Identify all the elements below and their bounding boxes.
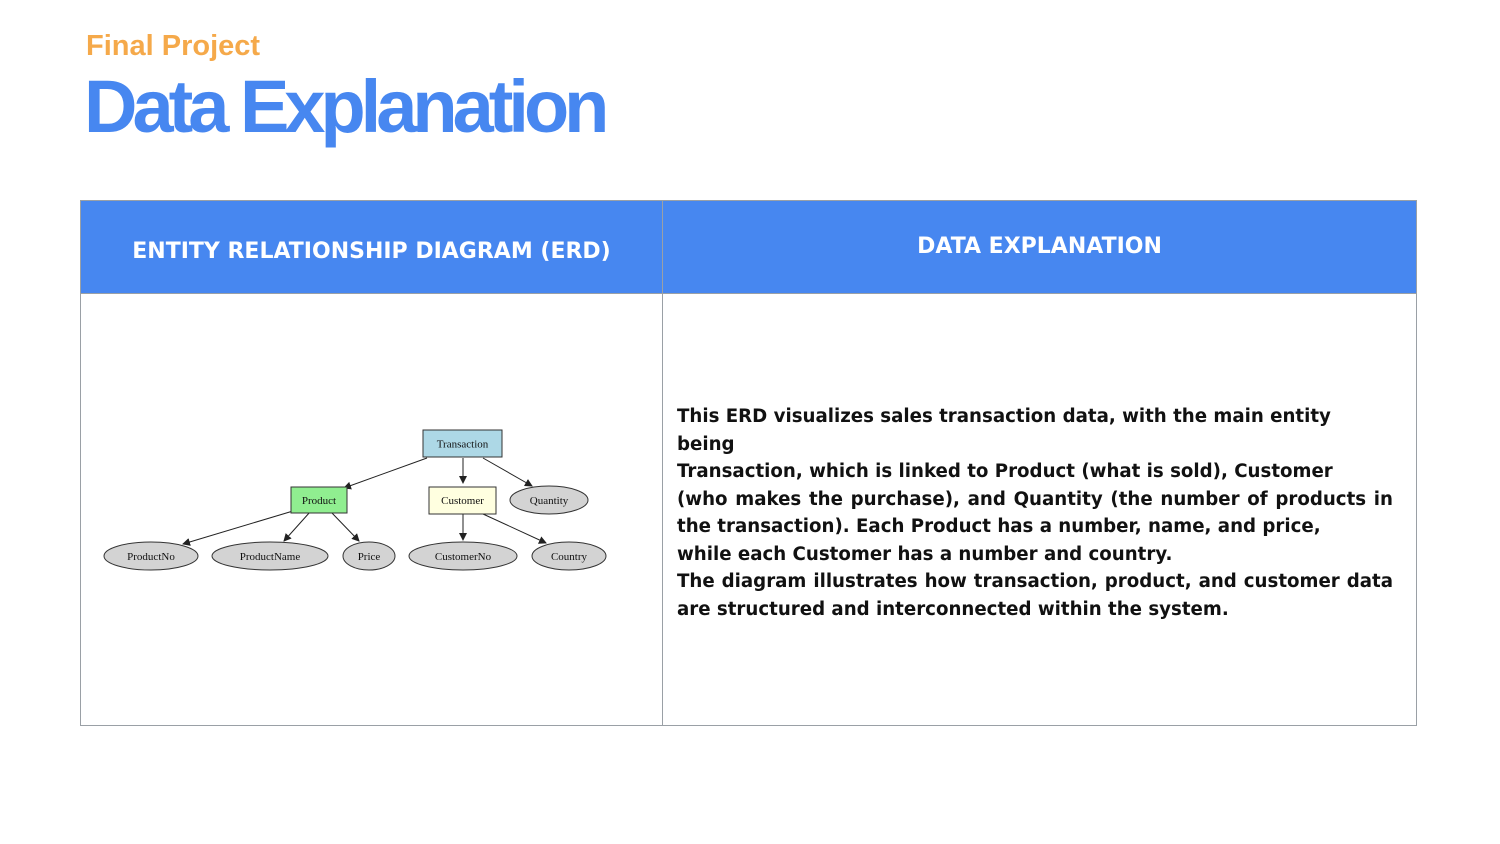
- node-quantity-label: Quantity: [530, 495, 569, 507]
- node-productname-label: ProductName: [240, 551, 301, 563]
- explanation-column-header: DATA EXPLANATION: [663, 201, 1416, 293]
- header-divider: [81, 293, 1416, 294]
- node-customer: Customer: [428, 486, 497, 515]
- node-productno-label: ProductNo: [127, 551, 175, 563]
- node-price-label: Price: [358, 551, 381, 563]
- content-table: ENTITY RELATIONSHIP DIAGRAM (ERD) DATA E…: [80, 200, 1417, 726]
- explanation-line-2: Transaction, which is linked to Product …: [677, 461, 1333, 482]
- node-customerno: CustomerNo: [408, 541, 518, 571]
- erd-edges: [182, 457, 547, 546]
- edge-transaction-product: [343, 457, 428, 490]
- node-customerno-label: CustomerNo: [435, 551, 492, 563]
- node-productno: ProductNo: [103, 541, 199, 571]
- node-transaction: Transaction: [422, 429, 503, 458]
- edge-transaction-quantity: [482, 457, 533, 487]
- explanation-line-1: This ERD visualizes sales transaction da…: [677, 406, 1331, 455]
- slide-title: Data Explanation: [84, 65, 609, 148]
- node-transaction-label: Transaction: [437, 439, 489, 451]
- node-price: Price: [342, 541, 396, 571]
- node-quantity: Quantity: [509, 485, 589, 515]
- node-product-label: Product: [302, 495, 336, 507]
- column-divider: [662, 201, 663, 725]
- edge-product-productno: [182, 510, 294, 546]
- explanation-line-5: The diagram illustrates how transaction,…: [677, 571, 1393, 620]
- node-customer-label: Customer: [441, 495, 484, 507]
- explanation-line-3: (who makes the purchase), and Quantity (…: [677, 488, 1393, 538]
- edge-product-productname: [283, 511, 311, 542]
- node-country-label: Country: [551, 551, 588, 563]
- erd-diagram: Transaction Product Customer Quantity Pr…: [103, 429, 607, 571]
- explanation-line-4: while each Customer has a number and cou…: [677, 543, 1173, 565]
- data-explanation-text: This ERD visualizes sales transaction da…: [677, 403, 1393, 623]
- node-productname: ProductName: [211, 541, 329, 571]
- slide-kicker: Final Project: [86, 30, 261, 62]
- edge-product-price: [330, 511, 360, 542]
- erd-column-header: ENTITY RELATIONSHIP DIAGRAM (ERD): [81, 201, 662, 293]
- node-country: Country: [531, 541, 607, 571]
- edge-customer-country: [482, 513, 547, 544]
- node-product: Product: [290, 486, 348, 514]
